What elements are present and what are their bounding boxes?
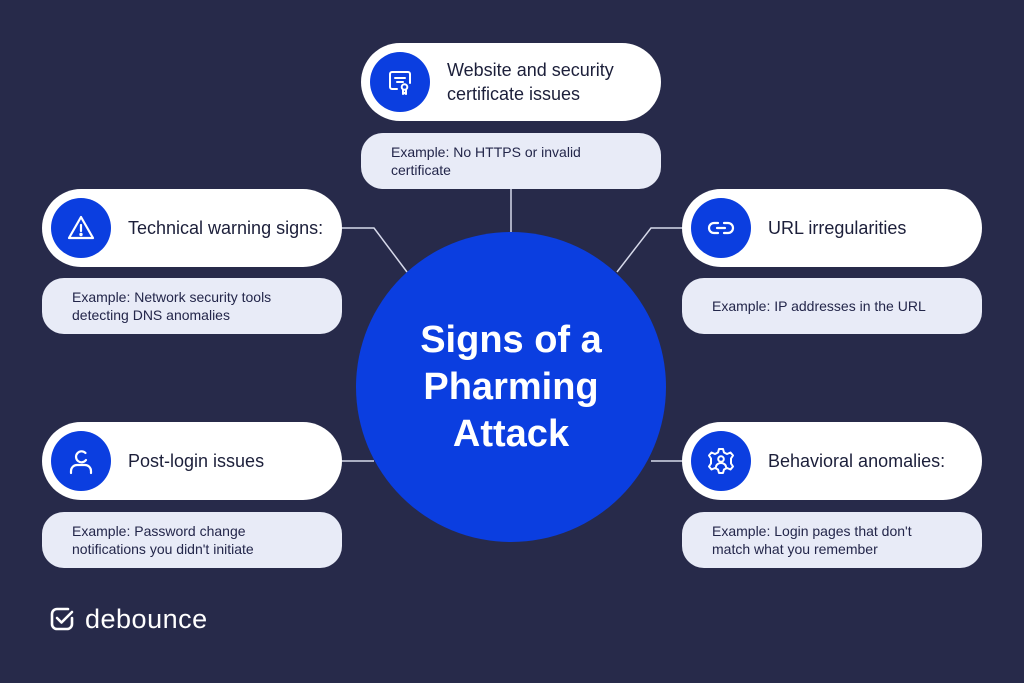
sign-label-post-login: Post-login issues: [128, 451, 265, 471]
sign-example-post-login: Example: Password change notifications y…: [42, 512, 342, 568]
sign-label-certificate: Website and security certificate issues: [447, 60, 614, 104]
center-circle: Signs of a Pharming Attack: [356, 232, 666, 542]
sign-example-url: Example: IP addresses in the URL: [682, 278, 982, 334]
sign-pill-technical-warning: Technical warning signs:: [42, 189, 342, 267]
gear-user-icon: [691, 431, 751, 491]
warning-icon: [51, 198, 111, 258]
link-icon: [691, 198, 751, 258]
sign-pill-url: URL irregularities: [682, 189, 982, 267]
sign-example-technical-warning: Example: Network security tools detectin…: [42, 278, 342, 334]
sign-pill-certificate: Website and security certificate issues: [361, 43, 661, 121]
sign-label-url: URL irregularities: [768, 218, 907, 238]
sign-example-behavioral: Example: Login pages that don't match wh…: [682, 512, 982, 568]
example-text-technical-warning: Example: Network security tools detectin…: [72, 289, 272, 323]
sign-label-technical-warning: Technical warning signs:: [128, 218, 324, 238]
sign-pill-post-login: Post-login issues: [42, 422, 342, 500]
certificate-icon: [370, 52, 430, 112]
brand-name: debounce: [85, 604, 208, 634]
user-icon: [51, 431, 111, 491]
example-text-url: Example: IP addresses in the URL: [712, 298, 926, 314]
center-title: Signs of a Pharming Attack: [420, 318, 602, 455]
sign-example-certificate: Example: No HTTPS or invalid certificate: [361, 133, 661, 189]
sign-pill-behavioral: Behavioral anomalies:: [682, 422, 982, 500]
example-text-certificate: Example: No HTTPS or invalid certificate: [391, 144, 581, 178]
checkbox-logo-icon: [50, 607, 74, 631]
example-text-post-login: Example: Password change notifications y…: [72, 523, 254, 557]
brand-logo: debounce: [48, 604, 208, 634]
sign-label-behavioral: Behavioral anomalies:: [768, 451, 946, 471]
example-text-behavioral: Example: Login pages that don't match wh…: [712, 523, 912, 557]
